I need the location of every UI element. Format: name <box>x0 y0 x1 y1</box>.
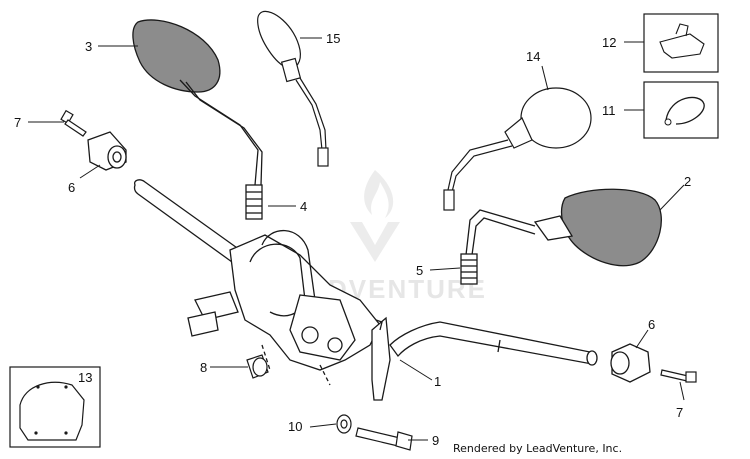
callout-1: 1 <box>434 374 441 389</box>
part-10-washer <box>336 414 352 434</box>
part-13-box <box>9 366 101 448</box>
callout-7-left: 7 <box>14 115 21 130</box>
callout-5: 5 <box>416 263 423 278</box>
callout-8: 8 <box>200 360 207 375</box>
callout-10: 10 <box>288 419 302 434</box>
part-1-handlebar <box>133 179 598 401</box>
callout-11: 11 <box>602 103 616 118</box>
leader-lines <box>28 37 685 441</box>
part-9-bolt <box>355 427 413 451</box>
part-6-right-bar-end-weight <box>610 343 651 383</box>
callout-13: 13 <box>78 370 92 385</box>
callout-14: 14 <box>526 49 540 64</box>
callout-6-right: 6 <box>648 317 655 332</box>
callout-9: 9 <box>432 433 439 448</box>
part-12-box <box>643 13 719 73</box>
callout-labels: 3 7 6 4 15 14 12 11 2 5 6 7 8 1 10 9 13 <box>14 31 691 448</box>
part-7-right-screw <box>660 369 697 383</box>
credit-text: Rendered by LeadVenture, Inc. <box>453 442 622 455</box>
callout-6-left: 6 <box>68 180 75 195</box>
part-14-right-small-mirror <box>443 87 592 211</box>
callout-12: 12 <box>602 35 616 50</box>
part-3-left-mirror <box>132 19 263 220</box>
callout-3: 3 <box>85 39 92 54</box>
callout-15: 15 <box>326 31 340 46</box>
part-11-box <box>643 81 719 139</box>
callout-4: 4 <box>300 199 307 214</box>
part-15-small-mirror <box>257 10 329 167</box>
part-7-left-screw <box>60 109 87 137</box>
part-2-right-mirror <box>460 188 662 285</box>
callout-7-right: 7 <box>676 405 683 420</box>
part-6-left-bar-end-weight <box>87 131 127 171</box>
part-8-grommet <box>246 354 269 379</box>
callout-2: 2 <box>684 174 691 189</box>
